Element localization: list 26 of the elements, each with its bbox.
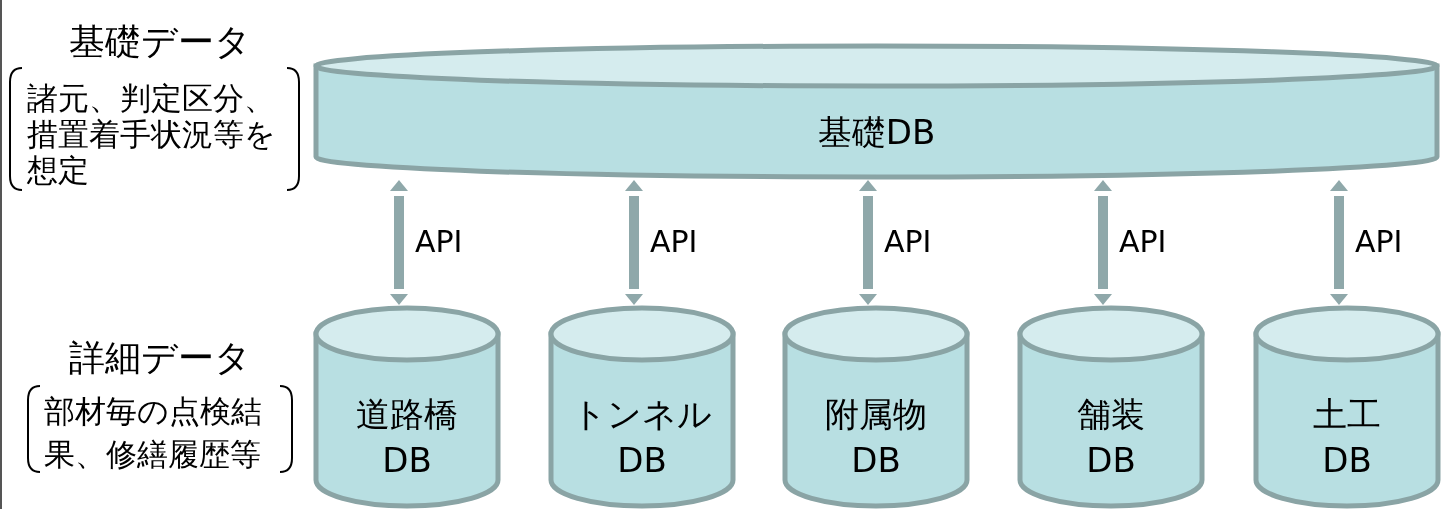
- db-label: 土工: [1313, 393, 1381, 436]
- db-label: 舗装: [1077, 393, 1145, 436]
- db-label: DB: [617, 439, 667, 482]
- double-arrow: [625, 180, 643, 305]
- double-arrow: [1094, 180, 1112, 305]
- db-label: 道路橋: [356, 393, 458, 436]
- database-cylinder: [313, 305, 501, 509]
- database-cylinder: [548, 305, 736, 509]
- note-text: 諸元、判定区分、措置着手状況等を想定: [27, 80, 277, 188]
- db-label: 附属物: [825, 393, 927, 436]
- db-label: DB: [1322, 439, 1372, 482]
- db-label: DB: [1086, 439, 1136, 482]
- heading-label: 基礎データ: [68, 20, 252, 64]
- double-arrow: [1330, 180, 1348, 305]
- heading-label: 詳細データ: [68, 336, 252, 380]
- database-cylinder: [1253, 305, 1441, 509]
- database-cylinder: [782, 305, 970, 509]
- db-label: DB: [851, 439, 901, 482]
- double-arrow: [390, 180, 408, 305]
- db-label: トンネル: [572, 393, 712, 436]
- db-label: DB: [382, 439, 432, 482]
- database-cylinder: [1017, 305, 1205, 509]
- double-arrow: [859, 180, 877, 305]
- db-label: 基礎DB: [817, 110, 936, 154]
- database-cylinder: [313, 43, 1440, 180]
- note-text: 部材毎の点検結果、修繕履歴等: [44, 392, 263, 474]
